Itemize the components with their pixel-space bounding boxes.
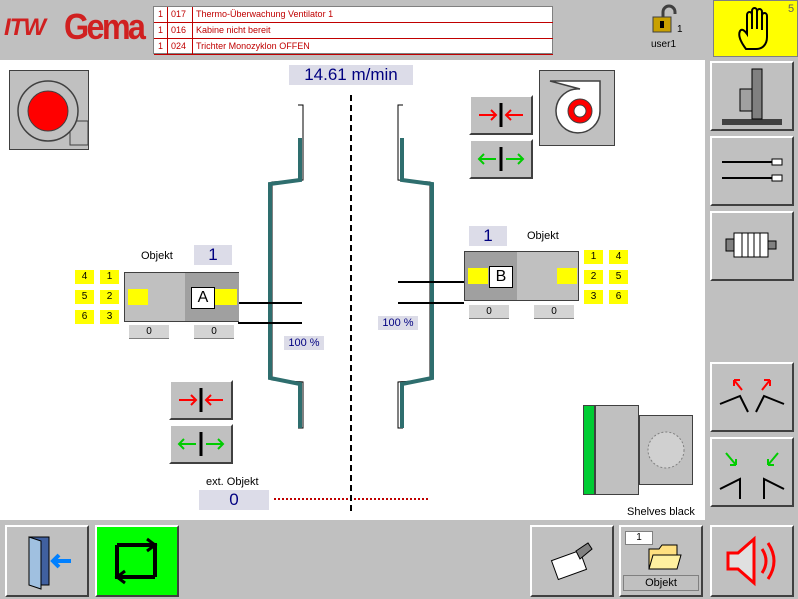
guns-open-icon	[719, 379, 785, 413]
alarm-text: Thermo-Überwachung Ventilator 1	[196, 9, 334, 19]
gun-b-slot[interactable]: 3	[584, 290, 603, 304]
alarm-count: 1	[158, 25, 164, 35]
horn-mute-button[interactable]	[710, 525, 794, 597]
axis-b-counter-right: 0	[534, 305, 574, 319]
gun-a-slot[interactable]: 6	[75, 310, 94, 324]
alarm-row[interactable]: 1 024 Trichter Monozyklon OFFEN	[154, 39, 553, 55]
arrows-outward-icon	[477, 147, 525, 171]
exit-door-icon	[28, 536, 71, 590]
user-login-button[interactable]: 1 user1	[640, 2, 700, 56]
gun-a-slot[interactable]: 5	[75, 290, 94, 304]
booth-icon	[722, 68, 782, 125]
gun-settings-button[interactable]	[710, 136, 794, 206]
padlock-open-icon	[652, 4, 677, 33]
axis-b-percent: 100 %	[378, 316, 418, 330]
alarm-text: Trichter Monozyklon OFFEN	[196, 41, 310, 51]
folder-icon	[648, 544, 682, 570]
alarm-count: 1	[158, 9, 164, 19]
objekt-count: 1	[625, 531, 653, 545]
gun-a-slot[interactable]: 1	[100, 270, 119, 284]
filter-icon	[647, 431, 685, 469]
guns-close-icon	[719, 452, 785, 499]
alarm-list[interactable]: 1 017 Thermo-Überwachung Ventilator 1 1 …	[153, 6, 553, 55]
spray-gun-icon	[722, 158, 783, 182]
ext-objekt-value[interactable]: 0	[199, 490, 269, 510]
guns-open-button[interactable]	[710, 362, 794, 432]
alarm-code: 016	[171, 25, 187, 35]
objekt-button[interactable]: 1 Objekt	[619, 525, 703, 597]
fan-2-status[interactable]	[539, 70, 615, 146]
gun-a-slot[interactable]: 3	[100, 310, 119, 324]
motor-icon	[725, 232, 777, 258]
manual-operation-button[interactable]	[530, 525, 614, 597]
axis-b-objekt-value[interactable]: 1	[469, 226, 507, 246]
user-level: 1	[677, 24, 683, 35]
logo-itw-text: ITW	[4, 14, 46, 41]
arrows-outward-icon	[177, 432, 225, 456]
gun-b-slot[interactable]: 6	[609, 290, 628, 304]
gun-a-slot[interactable]: 2	[100, 290, 119, 304]
ext-objekt-label: ext. Objekt	[206, 476, 259, 488]
alarm-code: 024	[171, 41, 187, 51]
exit-button[interactable]	[5, 525, 89, 597]
axis-a-unit[interactable]: A	[124, 272, 239, 322]
logo-gema-text: Gema	[64, 6, 146, 47]
axis-b-counter-left: 0	[469, 305, 509, 319]
alarm-row[interactable]: 1 016 Kabine nicht bereit	[154, 23, 553, 39]
shelves-status: Shelves black	[627, 506, 695, 518]
hand-stop-icon	[738, 7, 768, 50]
axis-a-move-out-button[interactable]	[169, 424, 233, 464]
axis-a-move-in-button[interactable]	[169, 380, 233, 420]
gun-a-slot[interactable]: 4	[75, 270, 94, 284]
axis-a-objekt-value[interactable]: 1	[194, 245, 232, 265]
conveyor-speed: 14.61 m/min	[289, 65, 413, 85]
arrows-inward-icon	[179, 388, 223, 412]
motor-button[interactable]	[710, 211, 794, 281]
axis-b-move-out-button[interactable]	[469, 139, 533, 179]
axis-a-counter-right: 0	[194, 325, 234, 339]
alarm-code: 017	[171, 9, 187, 19]
alarm-count: 1	[158, 41, 164, 51]
axis-a-counter-left: 0	[129, 325, 169, 339]
itw-gema-logo: ITW Gema	[0, 0, 150, 56]
fan-1-status[interactable]	[9, 70, 89, 150]
guns-close-button[interactable]	[710, 437, 794, 507]
fan-icon	[549, 80, 601, 134]
axis-a-percent: 100 %	[284, 336, 324, 350]
axis-b-unit[interactable]: B	[464, 251, 579, 301]
gun-b-slot[interactable]: 5	[609, 270, 628, 284]
user-name: user1	[651, 39, 677, 50]
horn-muted-icon	[726, 535, 776, 587]
axis-b-label: B	[489, 266, 513, 288]
hand-badge: 5	[788, 3, 795, 15]
booth-view-button[interactable]	[710, 61, 794, 131]
booth-diagram	[238, 95, 464, 515]
alarm-text: Kabine nicht bereit	[196, 25, 271, 35]
axis-b-move-in-button[interactable]	[469, 95, 533, 135]
writing-hand-icon	[550, 542, 593, 581]
fan-icon	[17, 80, 89, 146]
arrows-inward-icon	[479, 103, 523, 127]
axis-b-objekt-label: Objekt	[527, 230, 559, 242]
objekt-label: Objekt	[623, 575, 699, 591]
shelves-unit[interactable]	[583, 405, 695, 495]
cycle-button[interactable]	[95, 525, 179, 597]
cycle-arrows-icon	[114, 537, 158, 585]
gun-b-slot[interactable]: 2	[584, 270, 603, 284]
alarm-row[interactable]: 1 017 Thermo-Überwachung Ventilator 1	[154, 7, 553, 23]
axis-a-label: A	[191, 287, 215, 309]
axis-a-objekt-label: Objekt	[141, 250, 173, 262]
gun-b-slot[interactable]: 1	[584, 250, 603, 264]
manual-mode-button[interactable]	[713, 0, 798, 57]
gun-b-slot[interactable]: 4	[609, 250, 628, 264]
